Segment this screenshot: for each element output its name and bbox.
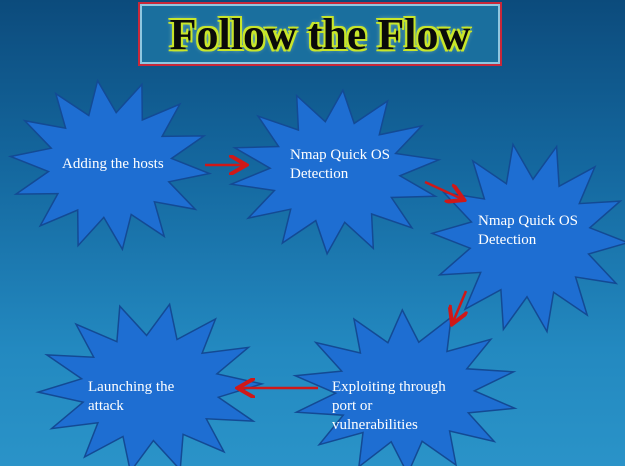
step-5-label: Launching the attack bbox=[88, 379, 175, 414]
step-4-label: Exploiting through port or vulnerabiliti… bbox=[332, 379, 446, 433]
step-3-star bbox=[429, 142, 625, 334]
step-5-star bbox=[35, 302, 265, 466]
title-box: Follow the Flow bbox=[138, 2, 502, 66]
step-1-label: Adding the hosts bbox=[62, 156, 164, 172]
step-4-star bbox=[292, 308, 518, 466]
flow-arrow-2 bbox=[424, 180, 462, 199]
step-3-label: Nmap Quick OS Detection bbox=[478, 213, 578, 248]
step-1-star bbox=[7, 78, 213, 252]
slide-title: Follow the Flow bbox=[169, 9, 471, 59]
step-2-star bbox=[228, 88, 442, 256]
flow-arrow-3 bbox=[453, 290, 466, 322]
step-2-label: Nmap Quick OS Detection bbox=[290, 147, 390, 182]
